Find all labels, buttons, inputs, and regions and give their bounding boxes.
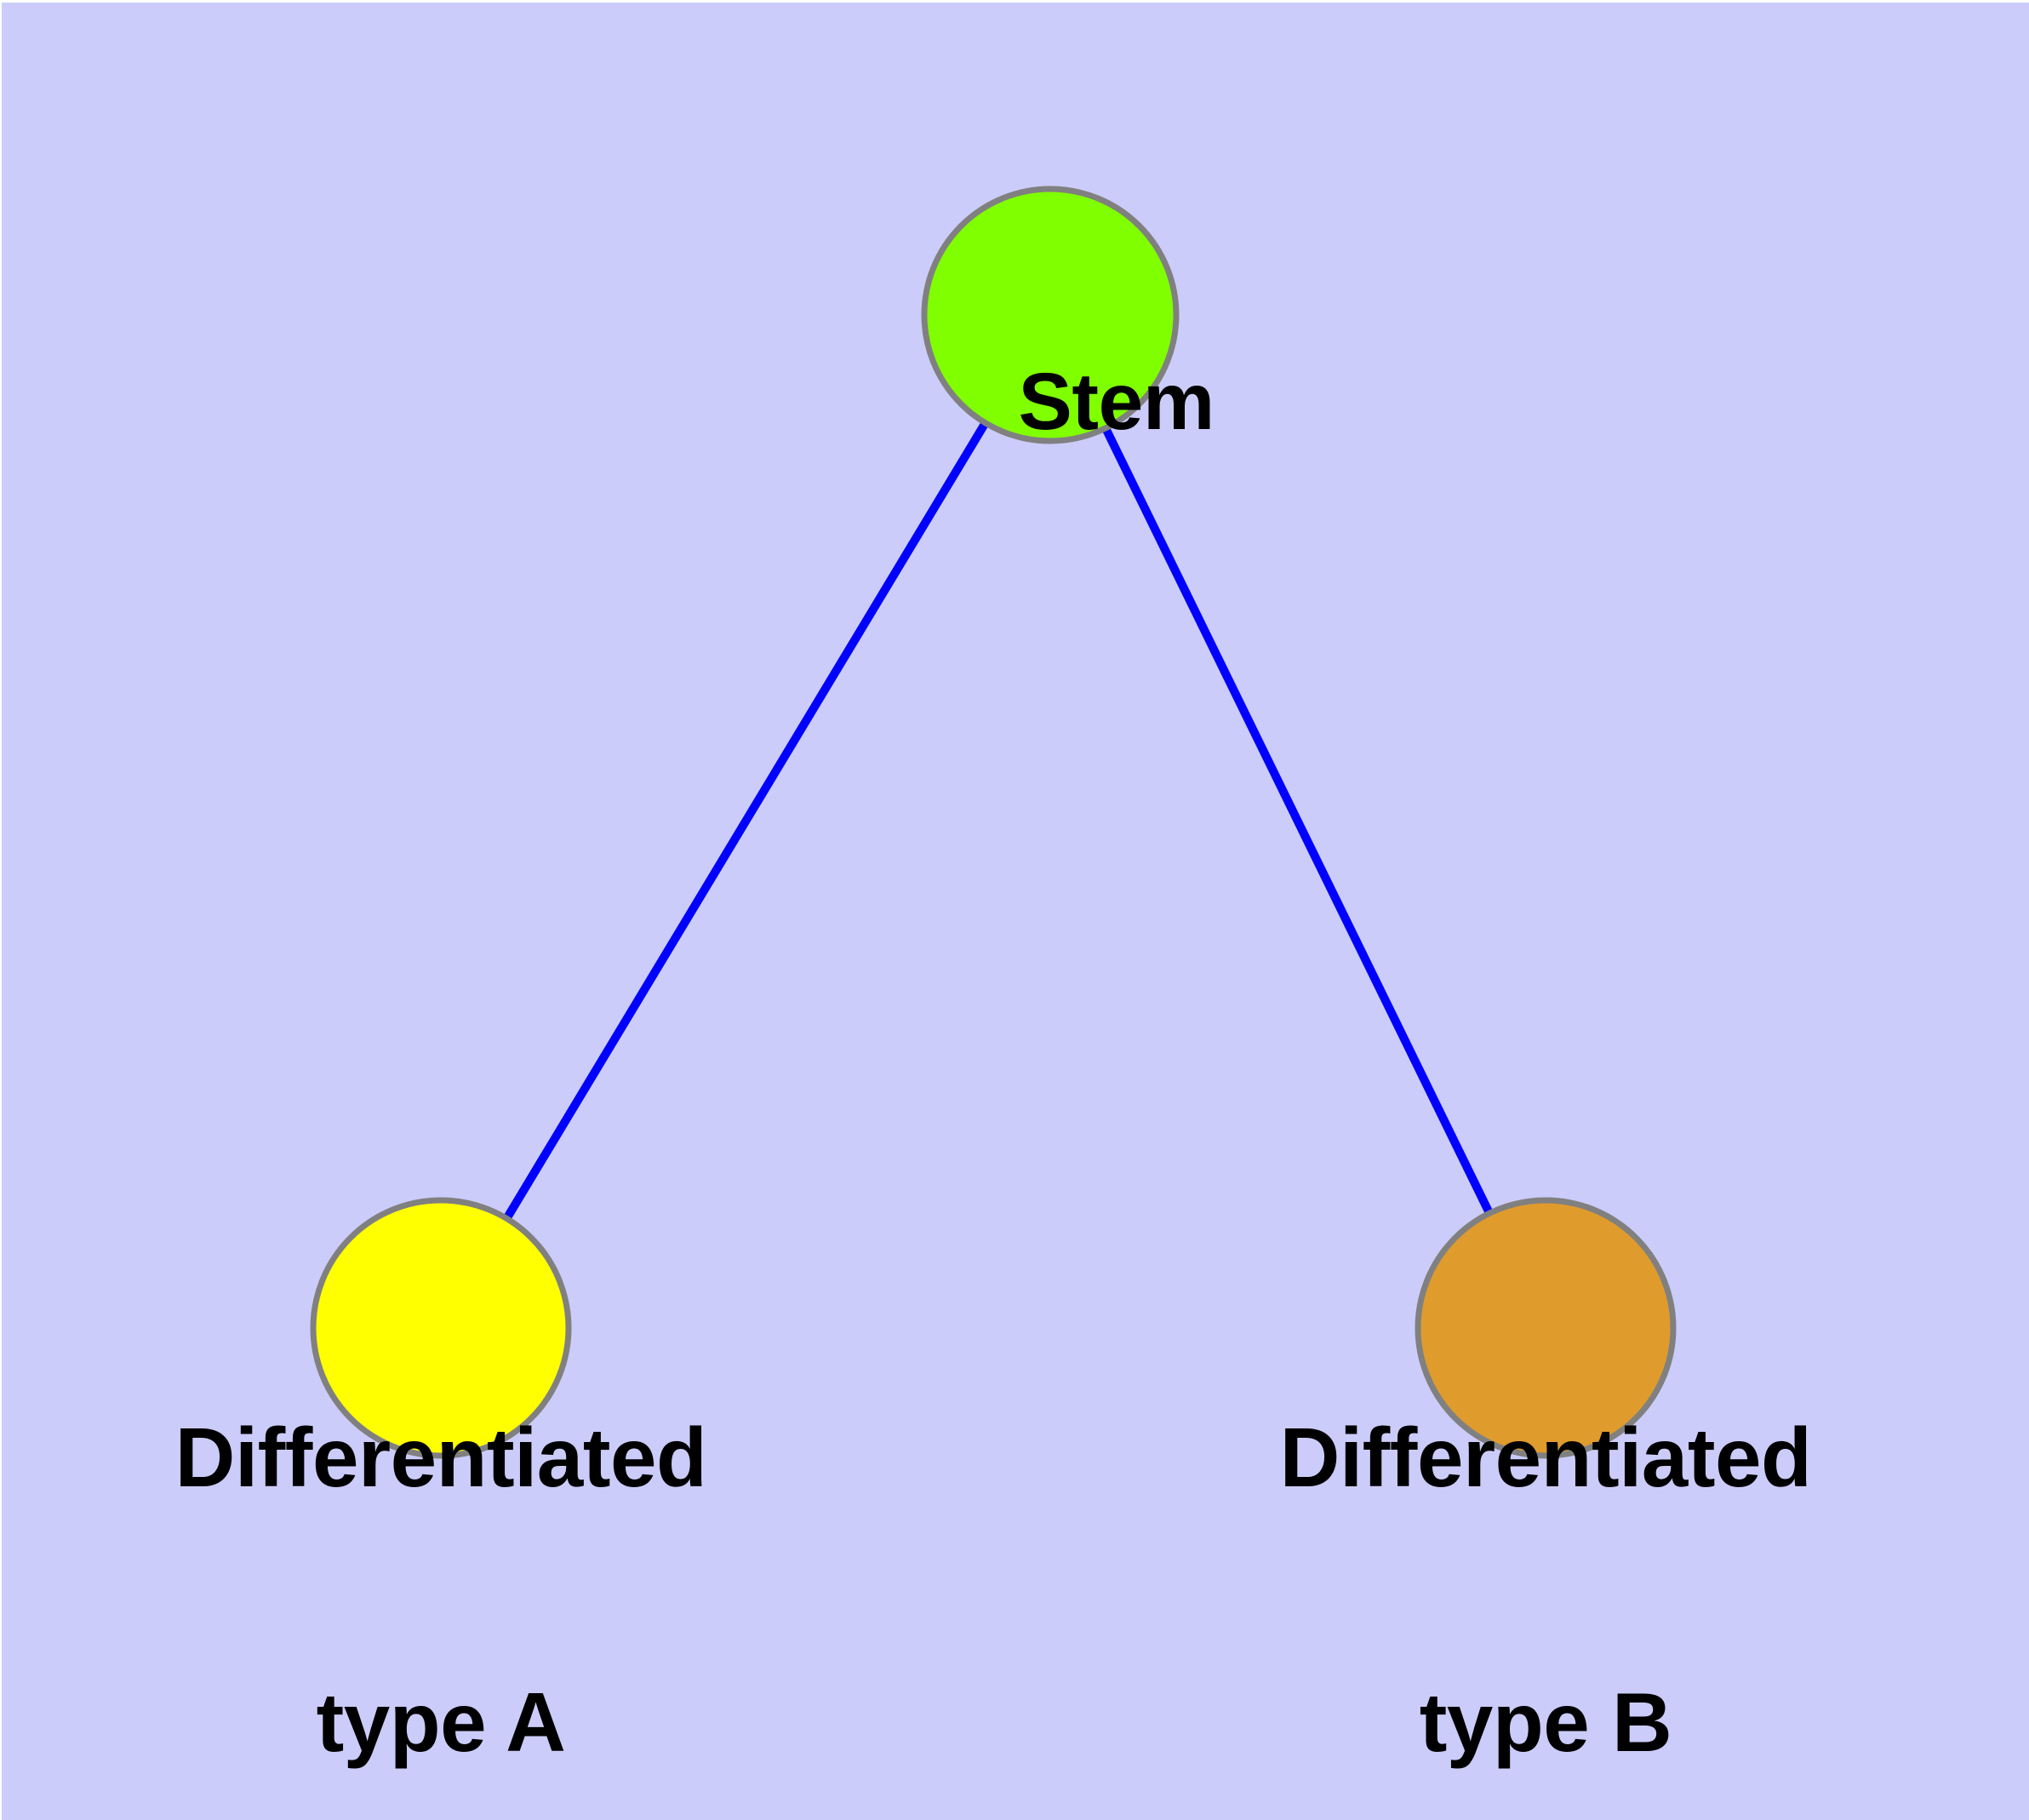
edge-layer [437,312,1550,1331]
diagram-canvas: Stem Differentiated type A Differentiate… [2,3,2029,1820]
node-differentiated-type-a[interactable] [310,1197,572,1459]
edge-stem-to-differentiated-type-b [1046,312,1550,1331]
node-stem[interactable] [921,186,1180,444]
node-differentiated-type-b[interactable] [1415,1197,1677,1459]
graph-svg [310,186,1677,1459]
node-layer [310,186,1677,1459]
edge-stem-to-differentiated-type-a [437,312,1055,1331]
